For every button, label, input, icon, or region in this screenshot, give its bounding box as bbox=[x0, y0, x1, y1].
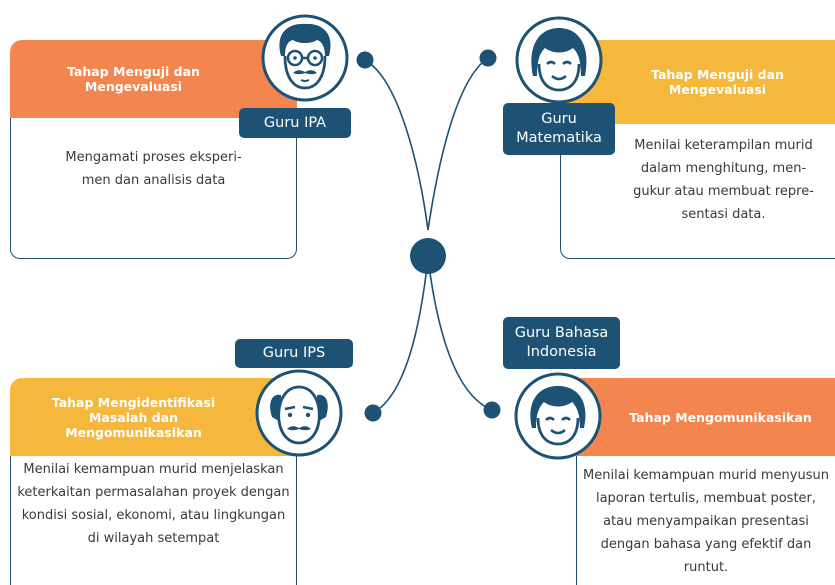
connector-line-bottom-right bbox=[427, 257, 493, 411]
teacher-label: Guru Matematika bbox=[516, 111, 602, 146]
stage-header-top-left: Tahap Menguji dan Mengevaluasi bbox=[10, 40, 297, 118]
connector-line-bottom-left bbox=[372, 257, 429, 414]
teacher-label: Guru IPA bbox=[263, 114, 327, 131]
node-bottom-left bbox=[364, 404, 382, 422]
description-card-bottom-right: Menilai kemampuan murid menyusun laporan… bbox=[576, 456, 835, 585]
description-card-top-left: Mengamati proses eksperi-men dan analisi… bbox=[10, 118, 297, 259]
teacher-badge-bottom-left: Guru IPS bbox=[235, 339, 353, 368]
stage-label: Tahap Menguji dan Mengevaluasi bbox=[651, 67, 784, 97]
stage-label: Tahap Mengomunikasikan bbox=[629, 409, 812, 425]
stage-header-bottom-left: Tahap Mengidentifikasi Masalah dan Mengo… bbox=[10, 378, 297, 456]
connector-line-top-right bbox=[427, 57, 489, 231]
teacher-badge-bottom-right: Guru Bahasa Indonesia bbox=[503, 317, 620, 369]
stage-header-bottom-right: Tahap Mengomunikasikan bbox=[576, 378, 835, 456]
node-top-left bbox=[356, 51, 374, 69]
stage-header-top-right: Tahap Menguji dan Mengevaluasi bbox=[560, 40, 835, 124]
description-text: Menilai kemampuan murid menyusun laporan… bbox=[583, 468, 829, 575]
description-card-bottom-left: Menilai kemampuan murid menjelaskan kete… bbox=[10, 456, 297, 585]
teacher-badge-top-left: Guru IPA bbox=[239, 108, 351, 138]
stage-label: Tahap Menguji dan Mengevaluasi bbox=[67, 64, 200, 94]
woman-bob-hair-icon bbox=[514, 372, 602, 460]
stage-label: Tahap Mengidentifikasi Masalah dan Mengo… bbox=[51, 394, 216, 440]
node-bottom-right bbox=[483, 401, 501, 419]
teacher-badge-top-right: Guru Matematika bbox=[503, 103, 615, 155]
man-glasses-mustache-icon bbox=[261, 14, 349, 102]
woman-short-hair-icon bbox=[515, 16, 603, 104]
teacher-label: Guru IPS bbox=[262, 345, 326, 361]
description-text: Menilai keterampilan murid dalam menghit… bbox=[633, 138, 814, 222]
teacher-label: Guru Bahasa Indonesia bbox=[514, 325, 609, 360]
connector-line-top-left bbox=[364, 59, 429, 231]
description-text: Menilai kemampuan murid menjelaskan kete… bbox=[17, 462, 290, 546]
bald-man-mustache-icon bbox=[255, 369, 343, 457]
node-top-right bbox=[479, 49, 497, 67]
hub-node bbox=[410, 238, 446, 274]
description-text: Mengamati proses eksperi-men dan analisi… bbox=[65, 150, 242, 188]
